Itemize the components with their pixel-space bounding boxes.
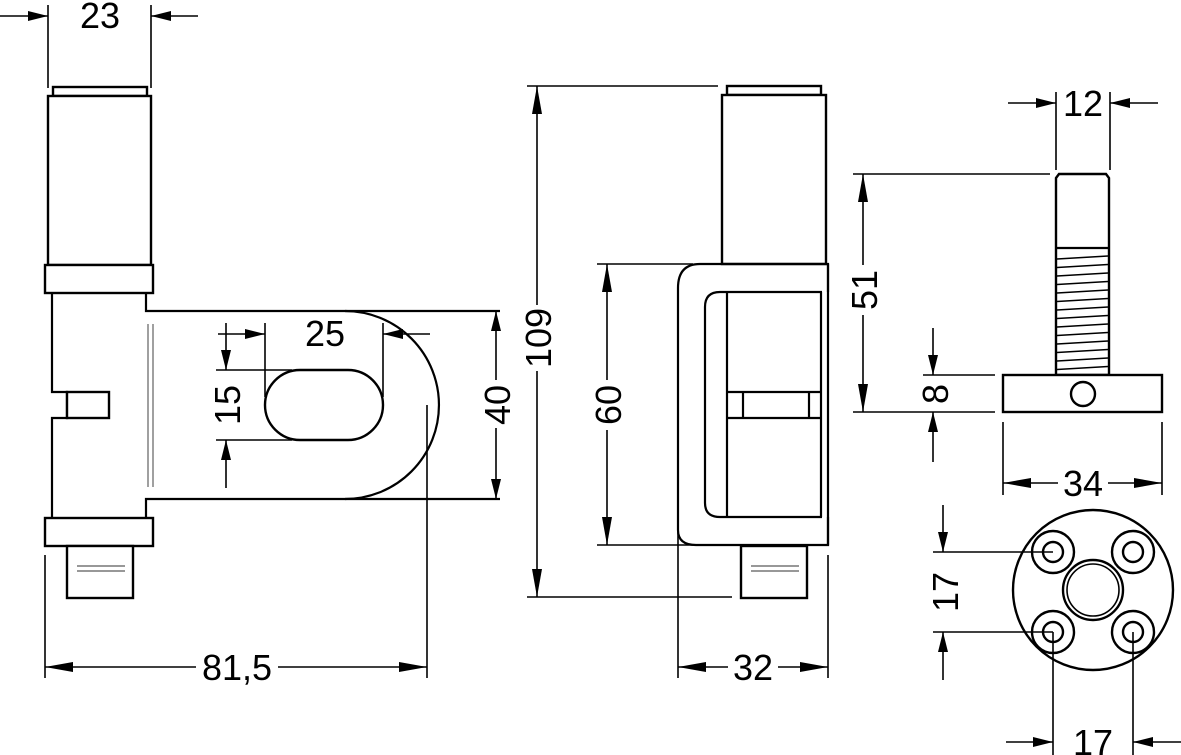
side-tab	[65, 390, 111, 420]
dim-overall-width: 81,5	[202, 647, 272, 688]
upper-barrel	[46, 94, 153, 267]
dim-plate-thickness: 8	[915, 384, 956, 404]
dim-hole-spacing-horizontal: 17	[1073, 722, 1113, 755]
arrowhead	[858, 174, 868, 202]
bracket-inner	[703, 290, 822, 519]
pin-cap	[51, 85, 149, 98]
dim-pin-diameter: 23	[80, 0, 120, 36]
oval-slot	[263, 368, 385, 442]
thread-line	[1056, 314, 1109, 320]
label-mask	[846, 265, 880, 315]
label-mask	[728, 647, 778, 683]
arrowhead	[532, 86, 542, 114]
upper-barrel	[720, 93, 828, 266]
arrowhead	[45, 662, 73, 672]
arrowhead	[399, 662, 427, 672]
lower-pin	[65, 544, 135, 600]
thread-line	[1056, 323, 1109, 328]
thread-line	[1056, 357, 1109, 362]
arrowhead	[678, 662, 706, 672]
bracket-outer	[676, 262, 830, 547]
front-view-hinge: 109 60 32	[518, 84, 830, 688]
arrowhead	[1003, 478, 1031, 488]
arrowhead	[602, 517, 612, 545]
base-plate-top-view: 17 17	[925, 505, 1181, 755]
lower-collar	[43, 516, 155, 548]
pin-cap	[725, 84, 823, 97]
arrowhead	[491, 479, 501, 499]
arrowhead	[602, 264, 612, 292]
center-bore-outer	[1061, 558, 1125, 622]
side-view-hinge-leaf: 23 25 15 40 81,5	[0, 0, 518, 688]
thread-line	[1056, 255, 1109, 260]
thread-line	[1056, 280, 1109, 286]
threaded-pin-view: 12 51 8 34	[844, 83, 1164, 504]
dim-hole-spacing-vertical: 17	[925, 572, 966, 612]
label-mask	[1058, 463, 1108, 499]
dim-slot-width: 15	[207, 385, 248, 425]
dim-pin-length: 51	[844, 270, 885, 310]
lower-pin	[739, 544, 809, 600]
dim-thread-diameter: 12	[1063, 83, 1103, 124]
thread-line	[1056, 331, 1109, 337]
thread-line	[1056, 289, 1109, 294]
dim-plate-width: 34	[1063, 463, 1103, 504]
dim-slot-length: 25	[305, 313, 345, 354]
label-mask	[590, 380, 624, 430]
thread-line	[1056, 340, 1109, 345]
thread-line	[1056, 263, 1109, 269]
label-mask	[520, 305, 554, 371]
label-mask	[480, 380, 512, 428]
plate-hole	[1069, 380, 1097, 408]
dim-leaf-height: 40	[477, 385, 518, 425]
arrowhead	[491, 311, 501, 331]
thread-line	[1056, 297, 1109, 303]
dim-overall-height: 109	[518, 308, 559, 368]
upper-collar	[43, 263, 155, 295]
arrowhead	[858, 384, 868, 412]
dim-bracket-depth: 32	[733, 647, 773, 688]
arrowhead	[800, 662, 828, 672]
thread-lines	[1056, 255, 1109, 371]
screw-hole	[1121, 540, 1145, 564]
thread-line	[1056, 348, 1109, 354]
arrowhead	[532, 569, 542, 597]
dim-bracket-height: 60	[588, 385, 629, 425]
label-mask	[196, 645, 278, 681]
thread-line	[1056, 306, 1109, 311]
arrowhead	[1134, 478, 1162, 488]
center-bore-inner	[1066, 563, 1120, 617]
thread-line	[1056, 365, 1109, 371]
thread-line	[1056, 272, 1109, 277]
